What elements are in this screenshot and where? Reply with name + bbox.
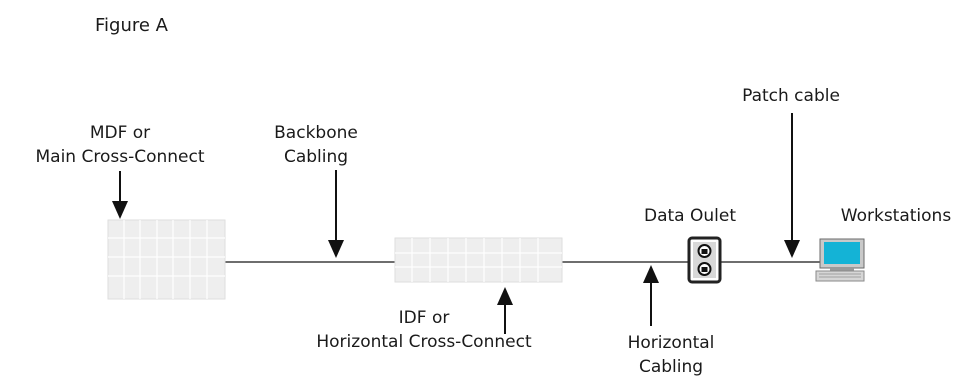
arrows [112, 113, 800, 334]
mdf-label-line2: Main Cross-Connect [35, 147, 204, 167]
workstations-label: Workstations [841, 206, 952, 226]
mdf-arrow-icon [112, 171, 128, 219]
idf-label-line1: IDF or [399, 308, 450, 328]
mdf-label-line1: MDF or [90, 123, 150, 143]
idf-panel-icon [394, 237, 563, 283]
horizontal-cabling-arrow-icon [643, 265, 659, 326]
idf-label-line2: Horizontal Cross-Connect [316, 332, 532, 352]
backbone-arrow-icon [328, 170, 344, 258]
horizontal-cabling-label-line2: Cabling [639, 357, 703, 377]
data-outlet-icon [687, 236, 722, 284]
figure-title: Figure A [95, 15, 169, 36]
backbone-label-line2: Cabling [284, 147, 348, 167]
data-outlet-label: Data Oulet [644, 206, 736, 226]
backbone-label-line1: Backbone [274, 123, 358, 143]
workstation-icon [815, 238, 865, 282]
horizontal-cabling-label-line1: Horizontal [628, 333, 715, 353]
patch-cable-label: Patch cable [742, 86, 840, 106]
idf-arrow-icon [497, 287, 513, 334]
mdf-panel-icon [107, 219, 226, 300]
patch-cable-arrow-icon [784, 113, 800, 258]
labels: MDF or Main Cross-Connect Backbone Cabli… [35, 86, 951, 377]
